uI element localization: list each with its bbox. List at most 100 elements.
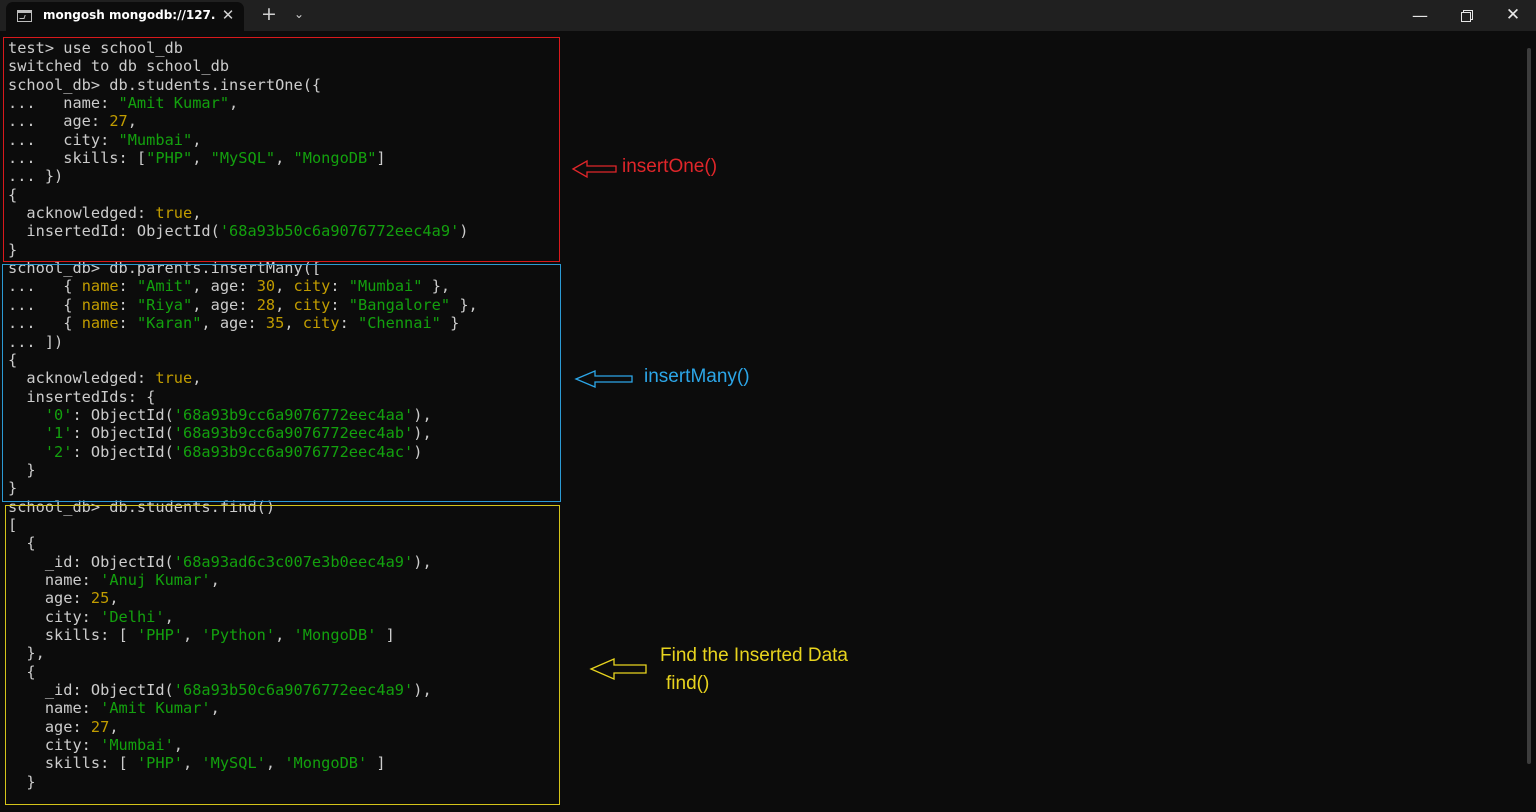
terminal-text: ),: [413, 405, 432, 424]
terminal-text: {: [8, 662, 36, 681]
insertone-arrow-icon: [571, 159, 617, 179]
restore-button[interactable]: [1443, 0, 1489, 31]
terminal-text: "Mumbai": [118, 130, 193, 149]
insertone-label: insertOne(): [622, 156, 718, 177]
terminal-text: },: [450, 295, 478, 314]
terminal-text: 27: [90, 717, 110, 736]
terminal-text: "Amit Kumar": [118, 94, 230, 113]
terminal-text: '2': [44, 442, 73, 461]
terminal-line: school_db> db.students.find(): [8, 498, 1508, 516]
find-highlight-box: [5, 505, 560, 805]
terminal-text: ... city:: [8, 130, 119, 149]
terminal-text: :: [118, 277, 137, 296]
terminal-tab[interactable]: mongosh mongodb://127.0.0. ✕: [6, 2, 244, 31]
insertmany-label: insertMany(): [644, 366, 750, 387]
terminal-text: }: [8, 479, 18, 498]
terminal-text: 'MongoDB': [293, 626, 377, 644]
terminal-line: city: 'Mumbai',: [8, 736, 1508, 754]
terminal-line: ... ]): [8, 333, 1508, 351]
vertical-scrollbar[interactable]: [1527, 48, 1531, 764]
terminal-line: test> use school_db: [8, 39, 1508, 57]
terminal-text: ),: [413, 552, 432, 571]
terminal-text: '68a93b50c6a9076772eec4a9': [219, 222, 460, 241]
new-tab-button[interactable]: +: [261, 3, 277, 25]
terminal-text: '68a93b9cc6a9076772eec4ab': [173, 424, 414, 443]
terminal-line: skills: [ 'PHP', 'MySQL', 'MongoDB' ]: [8, 754, 1508, 772]
terminal-line: school_db> db.students.insertOne({: [8, 76, 1508, 94]
terminal-text: school_db> db.students.find(): [8, 497, 276, 516]
insertone-highlight-box: [3, 37, 560, 262]
terminal-text: name: [81, 295, 119, 314]
terminal-text: ... name:: [8, 94, 119, 113]
terminal-line: ... }): [8, 167, 1508, 185]
terminal-text: ),: [413, 424, 432, 443]
terminal-line: }: [8, 479, 1508, 497]
terminal-text: age:: [8, 589, 91, 608]
terminal-text: ,: [192, 204, 202, 223]
terminal-text: : ObjectId(: [72, 424, 174, 443]
terminal-text: ,: [275, 626, 294, 644]
terminal-text: acknowledged:: [8, 204, 156, 223]
terminal-text: , age:: [192, 295, 257, 314]
find-label-method: find(): [666, 673, 710, 694]
terminal-text: "Riya": [136, 295, 193, 314]
terminal-text: 27: [109, 112, 128, 131]
terminal-line: '0': ObjectId('68a93b9cc6a9076772eec4aa'…: [8, 406, 1508, 424]
terminal-line: age: 27,: [8, 718, 1508, 736]
close-window-button[interactable]: ✕: [1505, 5, 1521, 25]
terminal-line: city: 'Delhi',: [8, 608, 1508, 626]
terminal-text: true: [155, 369, 193, 388]
terminal-text: name: [81, 277, 119, 296]
terminal-text: skills: [: [8, 754, 137, 773]
terminal-line: {: [8, 351, 1508, 369]
tab-close-icon[interactable]: ✕: [221, 6, 235, 24]
terminal-text: city: [293, 277, 331, 296]
terminal-text: ),: [413, 681, 432, 700]
terminal-text: name: [81, 314, 119, 333]
terminal-text: '68a93b9cc6a9076772eec4aa': [173, 405, 414, 424]
terminal-text: 'Delhi': [100, 607, 165, 626]
terminal-text: '1': [44, 424, 73, 443]
terminal-text: ,: [275, 277, 294, 296]
terminal-text: ... skills: [: [8, 149, 147, 168]
terminal-text: ,: [192, 149, 211, 168]
terminal-text: '68a93ad6c3c007e3b0eec4a9': [173, 552, 414, 571]
terminal-line: {: [8, 186, 1508, 204]
terminal-text: ]: [367, 754, 386, 773]
terminal-text: "Chennai": [358, 314, 441, 333]
terminal-line: '1': ObjectId('68a93b9cc6a9076772eec4ab'…: [8, 424, 1508, 442]
terminal-text: ... }): [8, 167, 64, 186]
terminal-text: ,: [183, 626, 202, 644]
tab-dropdown-chevron-down-icon[interactable]: ⌄: [293, 7, 305, 21]
terminal-text: ,: [284, 314, 303, 333]
terminal-text: school_db> db.students.insertOne({: [8, 75, 322, 94]
terminal-icon: [17, 10, 32, 22]
terminal-text: ,: [210, 570, 220, 589]
minimize-button[interactable]: —: [1412, 6, 1428, 25]
terminal-text: 'Amit Kumar': [100, 699, 211, 718]
terminal-text: 35: [265, 314, 285, 333]
terminal-line: }: [8, 773, 1508, 791]
terminal-text: city:: [8, 607, 101, 626]
tab-title: mongosh mongodb://127.0.0.: [43, 8, 215, 22]
terminal-text: school_db> db.parents.insertMany([: [8, 259, 322, 278]
terminal-line: _id: ObjectId('68a93ad6c3c007e3b0eec4a9'…: [8, 553, 1508, 571]
terminal-line: ... name: "Amit Kumar",: [8, 94, 1508, 112]
terminal-text: }: [8, 772, 36, 791]
find-arrow-icon: [589, 658, 647, 680]
terminal-text: test> use school_db: [8, 39, 183, 57]
terminal-text: '68a93b50c6a9076772eec4a9': [173, 681, 414, 700]
terminal-text: 'PHP': [136, 754, 183, 773]
terminal-text: ... age:: [8, 112, 110, 131]
terminal-line: acknowledged: true,: [8, 204, 1508, 222]
terminal-line: },: [8, 644, 1508, 662]
terminal-text: , age:: [201, 314, 266, 333]
terminal-text: :: [118, 314, 137, 333]
terminal-text: }: [8, 240, 18, 259]
terminal-line: insertedId: ObjectId('68a93b50c6a9076772…: [8, 222, 1508, 240]
terminal-text: {: [8, 534, 36, 553]
terminal-text: ,: [210, 699, 220, 718]
terminal-text: "MySQL": [210, 149, 276, 168]
terminal-text: :: [339, 314, 358, 333]
